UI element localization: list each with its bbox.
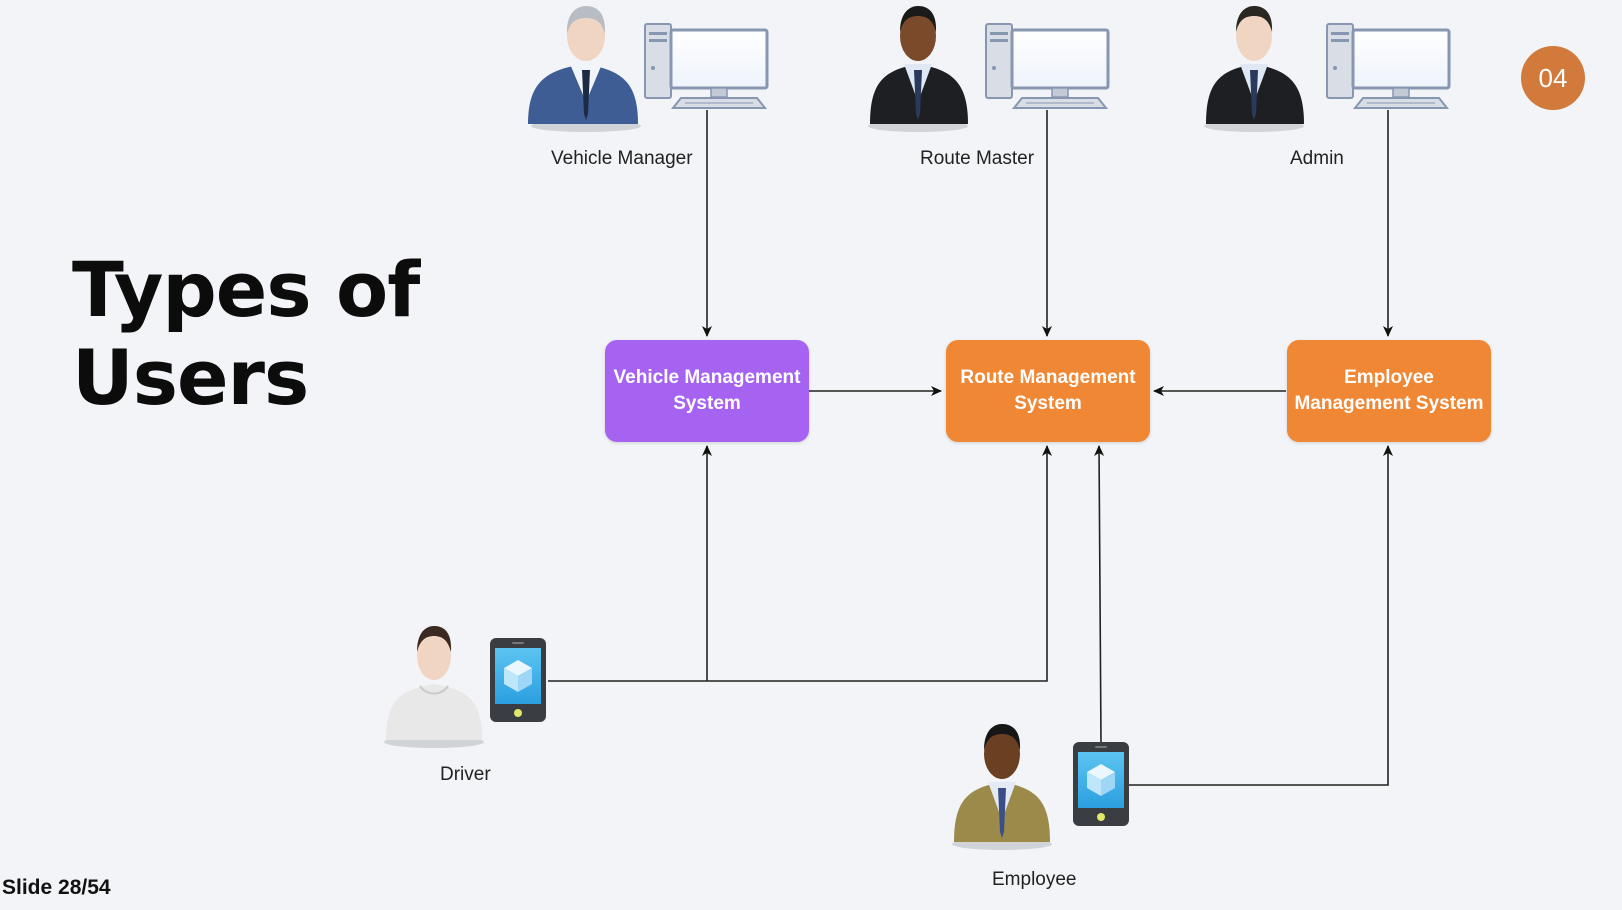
slide-number: Slide 28/54 [2, 876, 111, 899]
route-system-line1: Route Management [960, 367, 1136, 388]
admin-computer-icon [1325, 22, 1451, 110]
connectors [548, 110, 1393, 786]
employee-phone-icon [1073, 742, 1129, 826]
vehicle-manager-computer-icon [643, 22, 769, 110]
page-badge: 04 [1521, 46, 1585, 110]
vehicle-system-line2: System [673, 393, 741, 414]
route-master-avatar [868, 6, 968, 132]
employee-label: Employee [992, 869, 1077, 890]
driver-label: Driver [440, 764, 491, 785]
employee-system-line2: Management System [1294, 393, 1484, 414]
slide-title: Types of Users [72, 246, 492, 422]
slide-title-line1: Types of [72, 245, 420, 334]
connector-employee-route [1094, 445, 1105, 744]
employee-management-system-box: Employee Management System [1287, 340, 1491, 442]
vehicle-system-line1: Vehicle Management [613, 367, 801, 388]
vehicle-management-system-box: Vehicle Management System [605, 340, 809, 442]
vehicle-manager-label: Vehicle Manager [551, 148, 693, 169]
connector-employee-sys [1129, 445, 1393, 786]
driver-phone-icon [490, 638, 546, 722]
slide-title-line2: Users [72, 333, 309, 422]
route-management-system-box: Route Management System [946, 340, 1150, 442]
driver-avatar [384, 626, 484, 748]
employee-avatar [952, 724, 1052, 850]
route-master-computer-icon [984, 22, 1110, 110]
connector-driver [548, 445, 1052, 682]
admin-avatar [1204, 6, 1304, 132]
employee-system-line1: Employee [1344, 367, 1434, 388]
route-system-line2: System [1014, 393, 1082, 414]
vehicle-manager-avatar [528, 6, 641, 132]
route-master-label: Route Master [920, 148, 1035, 169]
admin-label: Admin [1290, 148, 1344, 169]
